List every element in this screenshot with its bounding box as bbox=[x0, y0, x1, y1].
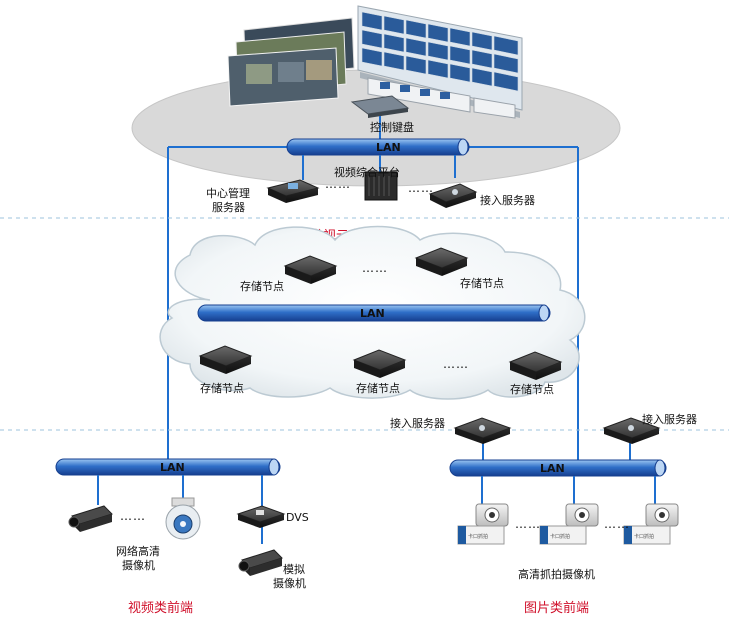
video-platform-chassis-icon bbox=[364, 171, 398, 201]
image-front-lan-bus: LAN bbox=[449, 459, 667, 477]
capture-camera-2-icon: 卡口抓拍 bbox=[539, 503, 599, 545]
video-wall-icon bbox=[357, 5, 523, 118]
video-front-lan-bus: LAN bbox=[55, 458, 281, 476]
console-desk-icon bbox=[367, 77, 516, 119]
dome-camera-icon bbox=[165, 497, 201, 540]
access-server-top-icon bbox=[428, 183, 478, 208]
analog-camera-label-1: 模拟 bbox=[283, 562, 305, 576]
analog-camera-icon bbox=[238, 549, 283, 576]
top-dots-left: …… bbox=[325, 177, 351, 191]
cloud-lan-label: LAN bbox=[360, 307, 385, 320]
video-front-dots: …… bbox=[120, 509, 146, 523]
storage-node-3-icon bbox=[198, 345, 253, 374]
storage-node-2-label: 存储节点 bbox=[460, 276, 504, 290]
storage-node-2-icon bbox=[414, 247, 469, 276]
capture-camera-3-icon: 卡口抓拍 bbox=[623, 503, 679, 545]
capture-camera-1-icon: 卡口抓拍 bbox=[457, 503, 509, 545]
cloud-lan-bus: LAN bbox=[197, 304, 551, 322]
dvs-label: DVS bbox=[286, 511, 309, 524]
cloud-dots-bottom: …… bbox=[443, 357, 469, 371]
storage-node-4-label: 存储节点 bbox=[356, 381, 400, 395]
control-keyboard-icon bbox=[350, 95, 410, 118]
image-front-title: 图片类前端 bbox=[524, 600, 589, 616]
access-server-img-1-icon bbox=[453, 417, 512, 444]
image-front-dots-1: …… bbox=[515, 517, 541, 531]
storage-node-4-icon bbox=[352, 349, 407, 378]
storage-node-3-label: 存储节点 bbox=[200, 381, 244, 395]
network-camera-label-2: 摄像机 bbox=[122, 558, 155, 572]
video-platform-label: 视频综合平台 bbox=[334, 165, 400, 179]
storage-node-1-icon bbox=[283, 255, 338, 284]
storage-node-1-label: 存储节点 bbox=[240, 279, 284, 293]
storage-node-5-icon bbox=[508, 351, 563, 380]
access-server-img-2-label: 接入服务器 bbox=[642, 413, 697, 426]
control-keyboard-label: 控制键盘 bbox=[370, 120, 414, 134]
center-mgmt-server-icon bbox=[266, 179, 320, 203]
capture-camera-1-badge: 卡口抓拍 bbox=[468, 533, 488, 540]
capture-camera-2-badge: 卡口抓拍 bbox=[550, 533, 570, 540]
capture-camera-3-badge: 卡口抓拍 bbox=[634, 533, 654, 540]
top-dots-right: …… bbox=[408, 181, 434, 195]
network-camera-1-icon bbox=[68, 505, 113, 532]
video-front-lan-label: LAN bbox=[160, 461, 185, 474]
center-mgmt-label-1: 中心管理 bbox=[206, 186, 250, 200]
storage-node-5-label: 存储节点 bbox=[510, 382, 554, 396]
network-camera-label-1: 网络高清 bbox=[116, 544, 160, 558]
dvs-icon bbox=[236, 505, 286, 528]
top-lan-bus: LAN bbox=[286, 138, 470, 156]
top-lan-label: LAN bbox=[376, 141, 401, 154]
center-mgmt-label-2: 服务器 bbox=[212, 201, 245, 214]
video-front-title: 视频类前端 bbox=[128, 600, 193, 616]
cloud-dots-top: …… bbox=[362, 261, 388, 275]
analog-camera-label-2: 摄像机 bbox=[273, 576, 306, 590]
capture-camera-label: 高清抓拍摄像机 bbox=[518, 567, 595, 581]
access-server-img-1-label: 接入服务器 bbox=[390, 417, 445, 430]
image-front-dots-2: …… bbox=[604, 517, 630, 531]
access-server-top-label: 接入服务器 bbox=[480, 194, 535, 207]
monitor-screens-icon bbox=[227, 17, 355, 107]
image-front-lan-label: LAN bbox=[540, 462, 565, 475]
access-server-img-2-icon bbox=[602, 417, 661, 444]
